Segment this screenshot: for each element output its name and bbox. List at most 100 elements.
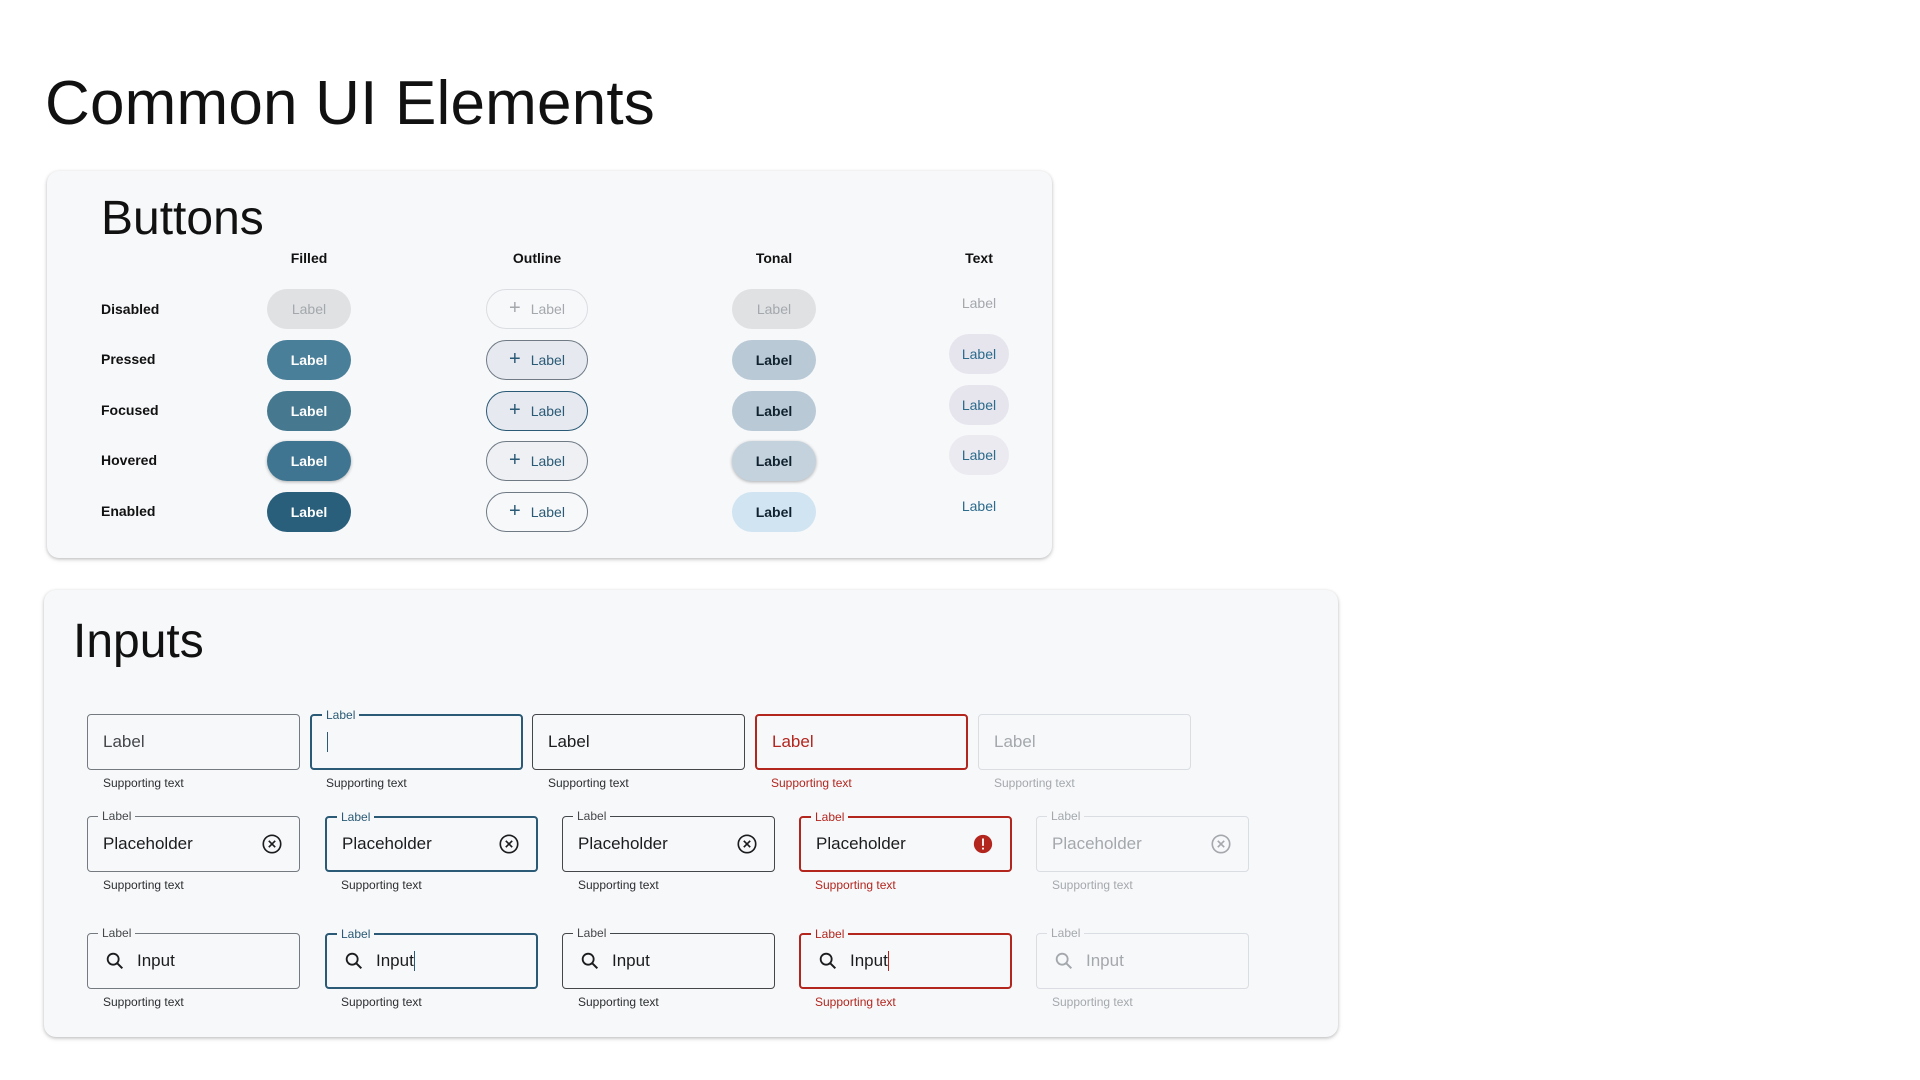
- placeholder-field-disabled: Label Placeholder: [1036, 808, 1249, 872]
- button-label: Label: [755, 352, 793, 368]
- button-label: Label: [756, 301, 792, 317]
- supporting-text: Supporting text: [103, 878, 184, 892]
- buttons-card: Buttons Filled Outline Tonal Text Disabl…: [47, 171, 1052, 558]
- supporting-text: Supporting text: [578, 995, 659, 1009]
- supporting-text: Supporting text: [548, 776, 629, 790]
- search-field-disabled: Label Input: [1036, 925, 1249, 989]
- outline-button-pressed[interactable]: +Label: [486, 340, 588, 380]
- error-icon: [971, 832, 995, 856]
- search-field-hovered[interactable]: Label Input: [562, 925, 775, 989]
- tonal-button-enabled[interactable]: Label: [732, 492, 816, 532]
- supporting-text: Supporting text: [341, 995, 422, 1009]
- supporting-text-error: Supporting text: [815, 878, 896, 892]
- filled-button-focused[interactable]: Label: [267, 391, 351, 431]
- button-label: Label: [961, 397, 997, 413]
- cancel-circle-icon: [1209, 832, 1233, 856]
- search-icon: [103, 949, 127, 973]
- field-label: Label: [1047, 925, 1085, 941]
- filled-button-disabled: Label: [267, 289, 351, 329]
- plus-icon: +: [509, 297, 521, 319]
- field-label: Label: [994, 732, 1036, 751]
- column-header-outline: Outline: [512, 250, 562, 266]
- filled-button-enabled[interactable]: Label: [267, 492, 351, 532]
- button-label: Label: [291, 301, 327, 317]
- placeholder-field-hovered[interactable]: Label Placeholder: [562, 808, 775, 872]
- supporting-text: Supporting text: [103, 776, 184, 790]
- filled-button-hovered[interactable]: Label: [267, 441, 351, 481]
- text-button-enabled[interactable]: Label: [949, 486, 1009, 526]
- text-button-focused[interactable]: Label: [949, 385, 1009, 425]
- text-field-hovered[interactable]: Label: [532, 714, 745, 770]
- outline-button-hovered[interactable]: + Label: [486, 441, 588, 481]
- filled-button-pressed[interactable]: Label: [267, 340, 351, 380]
- search-field-enabled[interactable]: Label Input: [87, 925, 300, 989]
- button-label: Label: [290, 504, 328, 520]
- text-button-hovered[interactable]: Label: [949, 435, 1009, 475]
- tonal-button-focused[interactable]: Label: [732, 391, 816, 431]
- field-label: Label: [811, 809, 849, 825]
- button-label: Label: [530, 453, 565, 469]
- text-button-disabled: Label: [949, 283, 1009, 323]
- input-value: Input: [612, 951, 650, 970]
- field-label: Label: [811, 926, 849, 942]
- text-field-error[interactable]: Label: [755, 714, 968, 770]
- button-label: Label: [755, 504, 793, 520]
- button-label: Label: [755, 453, 793, 469]
- search-icon: [1052, 949, 1076, 973]
- text-caret: [887, 951, 889, 972]
- supporting-text: Supporting text: [578, 878, 659, 892]
- cancel-circle-icon[interactable]: [497, 832, 521, 856]
- supporting-text-disabled: Supporting text: [994, 776, 1075, 790]
- row-label-hovered: Hovered: [101, 452, 158, 468]
- outline-button-enabled[interactable]: +Label: [486, 492, 588, 532]
- button-label: Label: [961, 295, 997, 311]
- inputs-card: Inputs Label Supporting text Label Suppo…: [44, 590, 1338, 1037]
- button-label: Label: [290, 352, 328, 368]
- placeholder-text: Placeholder: [1052, 834, 1142, 853]
- placeholder-text: Placeholder: [103, 834, 193, 853]
- plus-icon: +: [509, 449, 521, 471]
- plus-icon: +: [509, 399, 521, 421]
- text-field-focused[interactable]: Label: [310, 707, 523, 770]
- supporting-text: Supporting text: [103, 995, 184, 1009]
- search-field-error[interactable]: Label Input: [799, 926, 1012, 989]
- button-label: Label: [961, 498, 997, 514]
- plus-icon: +: [509, 500, 521, 522]
- tonal-button-hovered[interactable]: Label: [732, 441, 816, 481]
- field-label: Label: [98, 808, 136, 824]
- text-caret: [413, 951, 415, 972]
- text-button-pressed[interactable]: Label: [949, 334, 1009, 374]
- outline-button-focused[interactable]: +Label: [486, 391, 588, 431]
- field-label: Label: [772, 732, 814, 751]
- supporting-text-error: Supporting text: [771, 776, 852, 790]
- placeholder-field-error[interactable]: Label Placeholder: [799, 809, 1012, 872]
- row-label-enabled: Enabled: [101, 503, 156, 519]
- search-field-focused[interactable]: Label Input: [325, 926, 538, 989]
- button-label: Label: [290, 453, 328, 469]
- field-label: Label: [548, 732, 590, 751]
- row-label-disabled: Disabled: [101, 301, 160, 317]
- search-icon: [816, 949, 840, 973]
- field-label: Label: [337, 809, 375, 825]
- column-header-filled: Filled: [290, 250, 328, 266]
- supporting-text: Supporting text: [326, 776, 407, 790]
- page-title: Common UI Elements: [45, 69, 656, 138]
- supporting-text-disabled: Supporting text: [1052, 995, 1133, 1009]
- cancel-circle-icon[interactable]: [260, 832, 284, 856]
- placeholder-field-enabled[interactable]: Label Placeholder: [87, 808, 300, 872]
- tonal-button-pressed[interactable]: Label: [732, 340, 816, 380]
- input-value: Input: [137, 951, 175, 970]
- buttons-title: Buttons: [101, 192, 264, 245]
- button-label: Label: [755, 403, 793, 419]
- field-label: Label: [573, 808, 611, 824]
- cancel-circle-icon[interactable]: [735, 832, 759, 856]
- tonal-button-disabled: Label: [732, 289, 816, 329]
- field-label: Label: [98, 925, 136, 941]
- field-label: Label: [573, 925, 611, 941]
- text-field-enabled[interactable]: Label: [87, 714, 300, 770]
- supporting-text-error: Supporting text: [815, 995, 896, 1009]
- text-caret: [327, 732, 328, 753]
- input-value: Input: [850, 950, 888, 970]
- placeholder-field-focused[interactable]: Label Placeholder: [325, 809, 538, 872]
- button-label: Label: [961, 346, 997, 362]
